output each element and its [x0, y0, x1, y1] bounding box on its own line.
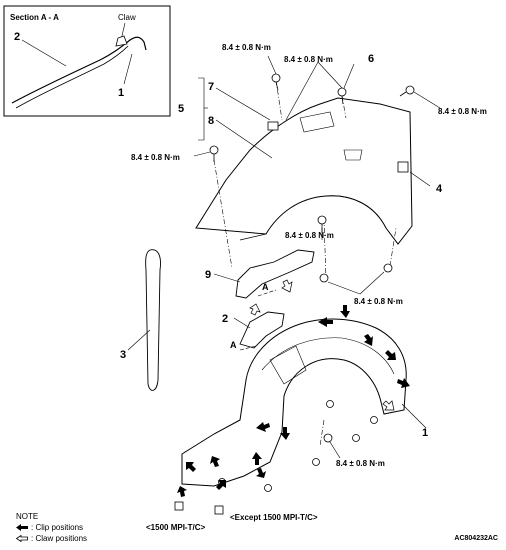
- clip-icon: [174, 501, 224, 515]
- torque-leaders: [193, 55, 441, 459]
- variant-label-mpi: <1500 MPI-T/C>: [146, 523, 205, 532]
- inset-claw-label: Claw: [118, 13, 136, 22]
- leader-lines: [127, 63, 431, 429]
- bolt-icon: [399, 85, 415, 97]
- callout-5: 5: [178, 103, 184, 115]
- molding-3: [145, 249, 161, 391]
- fender-section: [15, 45, 129, 109]
- claw-arrows: [249, 279, 395, 411]
- clip-arrow-icon: [16, 524, 28, 531]
- claw-shape: [115, 35, 128, 47]
- clip-arrows: [177, 305, 410, 497]
- claw-arrow-icon: [16, 535, 28, 542]
- clip-icon: [397, 161, 409, 173]
- section-mark-a-upper: A: [262, 282, 269, 292]
- bolt-icon: [209, 145, 219, 162]
- legend: NOTE : Clip positions : Claw positions: [16, 511, 87, 544]
- section-mark-a-lower: A: [230, 340, 237, 350]
- splash-shield-1: [181, 318, 407, 487]
- torque-label: 8.4 ± 0.8 N·m: [336, 459, 385, 468]
- torque-label: 8.4 ± 0.8 N·m: [131, 153, 180, 162]
- bolt-icon: [323, 433, 333, 443]
- callout-6: 6: [368, 53, 374, 65]
- document-id: AC804232AC: [454, 535, 498, 542]
- inset-callout-1: 1: [118, 87, 124, 99]
- section-marks: A A: [230, 282, 277, 351]
- callout-2: 2: [222, 313, 228, 325]
- torque-label: 8.4 ± 0.8 N·m: [354, 297, 403, 306]
- inset-title: Section A - A: [10, 13, 59, 22]
- bracket-9: [235, 249, 315, 299]
- inset-callout-2: 2: [14, 31, 20, 43]
- callout-1: 1: [422, 427, 428, 439]
- legend-claw-row: : Claw positions: [16, 533, 87, 544]
- legend-title: NOTE: [16, 512, 39, 521]
- seal-2: [239, 311, 285, 349]
- torque-label: 8.4 ± 0.8 N·m: [284, 55, 333, 64]
- callout-3: 3: [120, 349, 126, 361]
- splash-shield-section: [11, 36, 147, 104]
- callout-4: 4: [436, 183, 443, 195]
- torque-label: 8.4 ± 0.8 N·m: [222, 43, 271, 52]
- legend-clip-label: : Clip positions: [31, 523, 84, 532]
- variant-label-except: <Except 1500 MPI-T/C>: [230, 513, 318, 522]
- bolt-icon: [383, 263, 393, 273]
- bolt-icon: [271, 73, 281, 91]
- callout-9: 9: [205, 269, 211, 281]
- bolt-icon: [319, 273, 329, 283]
- fender-8: [195, 97, 413, 245]
- torque-label: 8.4 ± 0.8 N·m: [438, 107, 487, 116]
- callout-8: 8: [208, 115, 214, 127]
- torque-label: 8.4 ± 0.8 N·m: [285, 231, 334, 240]
- callout-7: 7: [208, 81, 214, 93]
- section-inset: Section A - A Claw 2 1: [3, 5, 171, 117]
- clip-icon: [267, 121, 279, 131]
- legend-claw-label: : Claw positions: [31, 534, 88, 543]
- legend-clip-row: : Clip positions: [16, 522, 87, 533]
